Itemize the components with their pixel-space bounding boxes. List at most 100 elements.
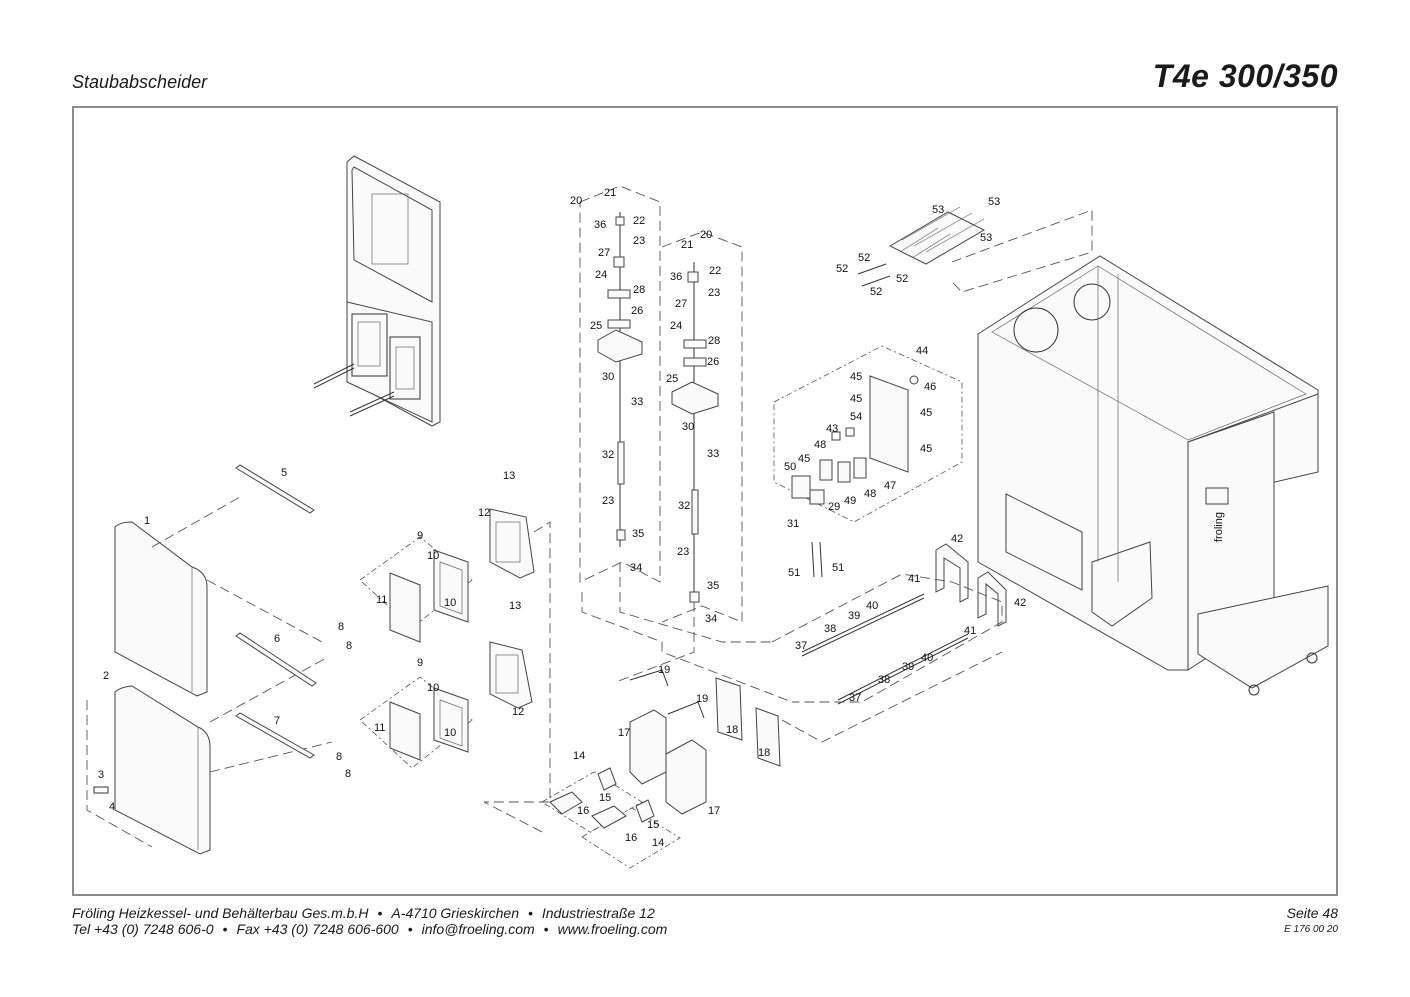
part-label: 39 xyxy=(848,610,860,622)
footer-bullet: • xyxy=(377,905,383,921)
part-label: 28 xyxy=(708,335,720,347)
drive-shafts xyxy=(771,543,1007,743)
part-label: 29 xyxy=(828,501,840,513)
part-label: 22 xyxy=(709,265,721,277)
part-label: 21 xyxy=(604,187,616,199)
part-label: 10 xyxy=(427,682,439,694)
inspection-doors xyxy=(359,508,551,833)
part-label: 47 xyxy=(884,480,896,492)
part-label: 43 xyxy=(826,423,838,435)
part-label: 25 xyxy=(666,373,678,385)
part-label: 39 xyxy=(902,661,914,673)
cleaning-assemblies xyxy=(579,185,793,703)
part-label: 10 xyxy=(444,597,456,609)
part-label: 6 xyxy=(274,633,280,645)
part-label: 53 xyxy=(932,204,944,216)
part-label: 26 xyxy=(631,305,643,317)
part-label: 52 xyxy=(836,263,848,275)
part-label: 21 xyxy=(681,239,693,251)
part-label: 17 xyxy=(618,727,630,739)
part-label: 14 xyxy=(573,750,585,762)
part-label: 53 xyxy=(988,196,1000,208)
part-label: 23 xyxy=(602,495,614,507)
part-label: 45 xyxy=(850,393,862,405)
part-labels: 1234567888899101010101111121213131414151… xyxy=(98,187,1026,849)
part-label: 36 xyxy=(670,271,682,283)
part-label: 23 xyxy=(633,235,645,247)
part-label: 37 xyxy=(849,692,861,704)
part-label: 32 xyxy=(602,449,614,461)
model-title: T4e 300/350 xyxy=(1152,58,1338,94)
part-label: 28 xyxy=(633,284,645,296)
part-label: 24 xyxy=(670,320,682,332)
part-label: 52 xyxy=(896,273,908,285)
brand-label: froling xyxy=(1213,512,1225,542)
part-label: 40 xyxy=(921,652,933,664)
part-label: 35 xyxy=(632,528,644,540)
footer-line-2: Tel +43 (0) 7248 606-0•Fax +43 (0) 7248 … xyxy=(72,921,667,937)
grid-insert xyxy=(857,206,1093,293)
part-label: 44 xyxy=(916,345,928,357)
footer-company: Fröling Heizkessel- und Behälterbau Ges.… xyxy=(72,905,369,921)
part-label: 27 xyxy=(598,247,610,259)
part-label: 45 xyxy=(920,407,932,419)
part-label: 42 xyxy=(1014,597,1026,609)
part-label: 52 xyxy=(870,286,882,298)
part-label: 18 xyxy=(758,747,770,759)
part-label: 2 xyxy=(103,670,109,682)
part-label: 48 xyxy=(864,488,876,500)
part-label: 51 xyxy=(832,562,844,574)
part-label: 8 xyxy=(345,768,351,780)
part-label: 9 xyxy=(417,657,423,669)
part-label: 23 xyxy=(708,287,720,299)
part-label: 16 xyxy=(577,805,589,817)
part-label: 3 xyxy=(98,769,104,781)
part-label: 45 xyxy=(798,453,810,465)
part-label: 5 xyxy=(281,467,287,479)
part-label: 8 xyxy=(338,621,344,633)
part-label: 11 xyxy=(374,722,385,734)
part-label: 33 xyxy=(631,396,643,408)
part-label: 9 xyxy=(417,530,423,542)
part-label: 27 xyxy=(675,298,687,310)
part-label: 30 xyxy=(682,421,694,433)
part-label: 41 xyxy=(964,625,976,637)
footer-bullet: • xyxy=(543,921,549,937)
part-label: 25 xyxy=(590,320,602,332)
part-label: 13 xyxy=(503,470,515,482)
part-label: 11 xyxy=(376,594,387,606)
part-label: 20 xyxy=(700,229,712,241)
part-label: 10 xyxy=(427,550,439,562)
part-label: 32 xyxy=(678,500,690,512)
part-label: 34 xyxy=(630,562,642,574)
part-label: 23 xyxy=(677,546,689,558)
exploded-view-drawing: froling 12345678888991010101011111212131… xyxy=(86,155,1329,869)
part-label: 40 xyxy=(866,600,878,612)
part-label: 15 xyxy=(599,792,611,804)
footer-bullet: • xyxy=(407,921,413,937)
footer-street: Industriestraße 12 xyxy=(541,905,655,921)
part-label: 14 xyxy=(652,837,664,849)
part-label: 30 xyxy=(602,371,614,383)
part-label: 54 xyxy=(850,411,862,423)
part-label: 26 xyxy=(707,356,719,368)
footer-bullet: • xyxy=(222,921,228,937)
footer-fax: Fax +43 (0) 7248 606-600 xyxy=(236,921,399,937)
part-label: 4 xyxy=(109,801,115,813)
part-label: 31 xyxy=(787,518,799,530)
document-number: E 176 00 20 xyxy=(1284,924,1338,935)
part-label: 19 xyxy=(696,693,708,705)
part-label: 37 xyxy=(795,640,807,652)
footer-email-link[interactable]: info@froeling.com xyxy=(421,921,535,937)
cover-panels xyxy=(86,496,333,855)
part-label: 12 xyxy=(478,507,490,519)
separator-housing xyxy=(313,155,441,427)
footer-bullet: • xyxy=(528,905,533,921)
part-label: 20 xyxy=(570,195,582,207)
support-frames xyxy=(541,669,781,869)
footer-address: A-4710 Grieskirchen xyxy=(391,905,519,921)
part-label: 53 xyxy=(980,232,992,244)
part-label: 48 xyxy=(814,439,826,451)
part-label: 49 xyxy=(844,495,856,507)
footer-web-link[interactable]: www.froeling.com xyxy=(557,921,668,937)
